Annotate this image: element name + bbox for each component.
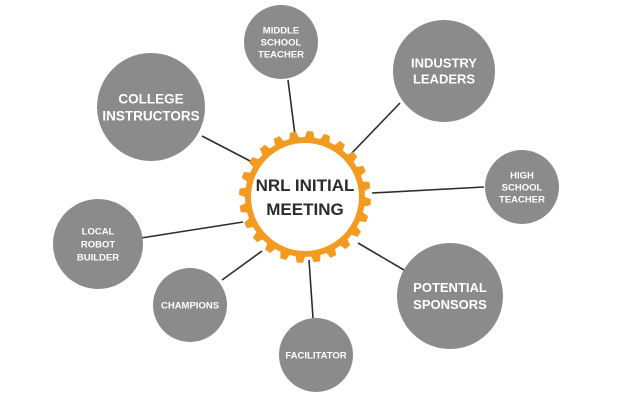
connector-college-instructors <box>201 135 253 163</box>
connectors <box>140 79 485 319</box>
node-potential-sponsors: POTENTIAL SPONSORS <box>397 243 503 349</box>
node-label-middle-school-teacher: SCHOOL <box>261 37 302 48</box>
node-label-middle-school-teacher: MIDDLE <box>263 25 299 36</box>
hub-node: NRL INITIAL MEETING <box>239 131 371 263</box>
node-label-local-robot-builder: BUILDER <box>77 252 119 263</box>
node-circle-middle-school-teacher <box>244 5 318 79</box>
node-label-middle-school-teacher: TEACHER <box>258 49 304 60</box>
node-label-facilitator: FACILITATOR <box>285 350 346 361</box>
node-label-local-robot-builder: ROBOT <box>81 239 116 250</box>
node-label-high-school-teacher: TEACHER <box>499 194 545 205</box>
connector-champions <box>221 250 263 281</box>
node-label-local-robot-builder: LOCAL <box>82 226 115 237</box>
node-label-college-instructors: COLLEGE <box>118 91 183 106</box>
node-circle-champions <box>153 268 227 342</box>
node-label-industry-leaders: LEADERS <box>413 72 475 87</box>
hub-label: NRL INITIAL <box>256 176 355 195</box>
connector-industry-leaders <box>349 102 401 156</box>
node-circle-industry-leaders <box>393 20 495 122</box>
connector-high-school-teacher <box>371 186 485 194</box>
node-label-college-instructors: INSTRUCTORS <box>102 108 199 123</box>
node-label-high-school-teacher: SCHOOL <box>502 182 543 193</box>
node-label-industry-leaders: INDUSTRY <box>411 56 477 71</box>
node-circle-local-robot-builder <box>53 199 143 289</box>
node-circle-potential-sponsors <box>397 243 503 349</box>
node-facilitator: FACILITATOR <box>279 318 353 392</box>
hub-inner-circle <box>251 143 359 251</box>
hub-label: MEETING <box>266 200 343 219</box>
node-label-high-school-teacher: HIGH <box>510 170 534 181</box>
node-circle-high-school-teacher <box>485 150 559 224</box>
node-local-robot-builder: LOCAL ROBOT BUILDER <box>53 199 143 289</box>
node-label-champions: CHAMPIONS <box>161 300 219 311</box>
node-college-instructors: COLLEGE INSTRUCTORS <box>97 53 205 161</box>
connector-potential-sponsors <box>357 242 405 271</box>
connector-local-robot-builder <box>140 221 244 239</box>
node-label-potential-sponsors: POTENTIAL <box>413 280 487 295</box>
connector-facilitator <box>308 259 314 319</box>
node-champions: CHAMPIONS <box>153 268 227 342</box>
node-label-potential-sponsors: SPONSORS <box>413 297 487 312</box>
connector-middle-school-teacher <box>287 79 296 136</box>
node-circle-college-instructors <box>97 53 205 161</box>
stakeholder-nodes: MIDDLESCHOOLTEACHERINDUSTRYLEADERSCOLLEG… <box>53 5 559 392</box>
node-circle-facilitator <box>279 318 353 392</box>
